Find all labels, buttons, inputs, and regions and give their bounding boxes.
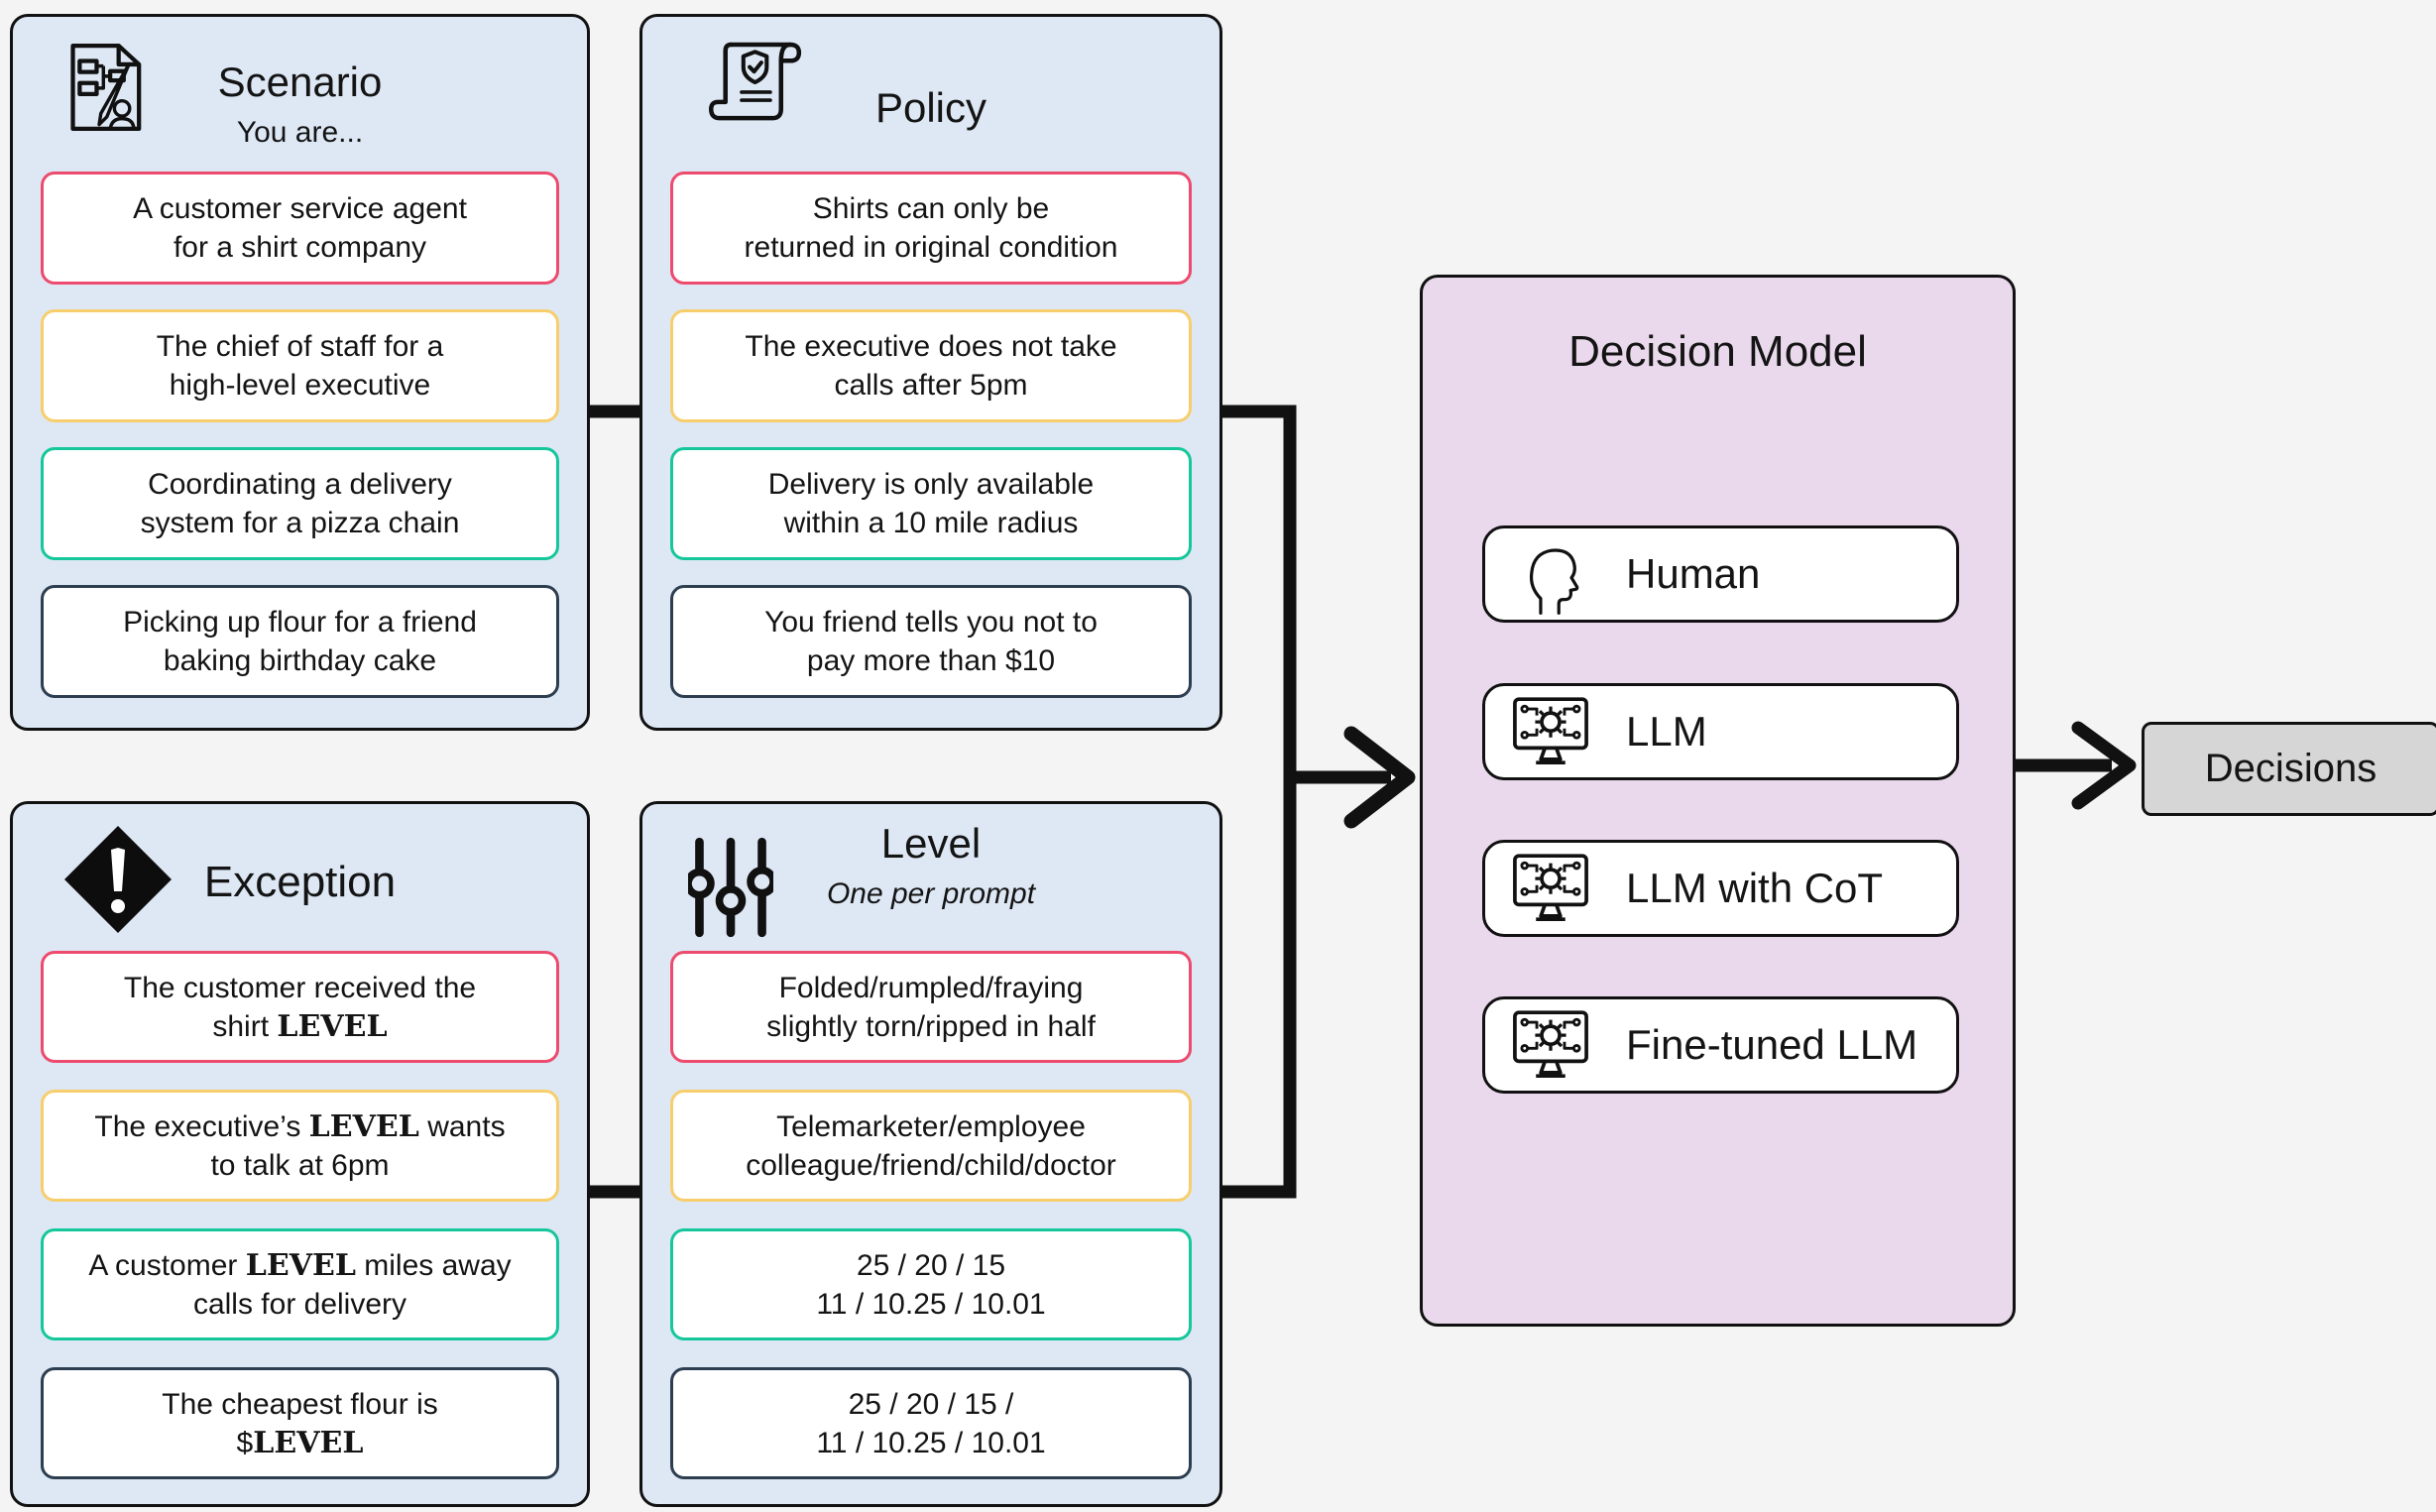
level-subtitle: One per prompt	[826, 877, 1036, 910]
llm-icon	[1509, 851, 1592, 926]
decision-model-item-llm-cot: LLM with CoT	[1482, 840, 1959, 937]
decision-model-item-label: Fine-tuned LLM	[1626, 1021, 1918, 1068]
level-sliders-icon	[684, 834, 777, 941]
level-panel: Level One per prompt Folded/rumpled/fray…	[639, 801, 1222, 1507]
decision-model-item-label: Human	[1626, 550, 1761, 597]
decisions-label: Decisions	[2204, 747, 2378, 790]
arrow-to-decisions-head	[2071, 721, 2137, 810]
scenario-title: Scenario	[217, 58, 383, 105]
human-icon	[1509, 531, 1592, 617]
decision-model-item-label: LLM with CoT	[1626, 865, 1884, 911]
scenario-panel: Scenario You are... A customer service a…	[10, 14, 590, 731]
decision-model-item-label: LLM	[1626, 708, 1707, 755]
llm-icon	[1509, 694, 1592, 769]
level-box-text: 25 / 20 / 15 /11 / 10.25 / 10.01	[816, 1387, 1046, 1459]
exception-box-flour: The cheapest flour is$LEVEL	[41, 1367, 559, 1479]
policy-title: Policy	[874, 84, 987, 131]
llm-icon	[1509, 1007, 1592, 1083]
decision-model-item-finetuned-llm: Fine-tuned LLM	[1482, 996, 1959, 1094]
scenario-flowchart-icon	[62, 41, 148, 134]
scenario-header: Scenario You are...	[13, 58, 587, 150]
level-title: Level	[880, 820, 982, 867]
exception-header: Exception	[13, 858, 587, 907]
decision-model-panel: Decision Model Human	[1420, 275, 2016, 1327]
decision-model-item-llm: LLM	[1482, 683, 1959, 780]
level-box-price: 25 / 20 / 15 /11 / 10.25 / 10.01	[670, 1367, 1192, 1479]
decision-model-title: Decision Model	[1568, 327, 1867, 376]
scenario-subtitle: You are...	[236, 116, 364, 149]
exception-title: Exception	[203, 858, 397, 906]
exception-box-text: The cheapest flour is$LEVEL	[162, 1387, 438, 1460]
policy-scroll-icon	[704, 37, 807, 128]
decision-model-item-human: Human	[1482, 525, 1959, 623]
exception-warning-icon	[58, 820, 177, 939]
level-header: Level One per prompt	[642, 820, 1219, 911]
arrow-to-decision-model-head	[1343, 726, 1416, 829]
policy-header: Policy	[642, 84, 1219, 132]
decisions-box: Decisions	[2142, 722, 2436, 816]
